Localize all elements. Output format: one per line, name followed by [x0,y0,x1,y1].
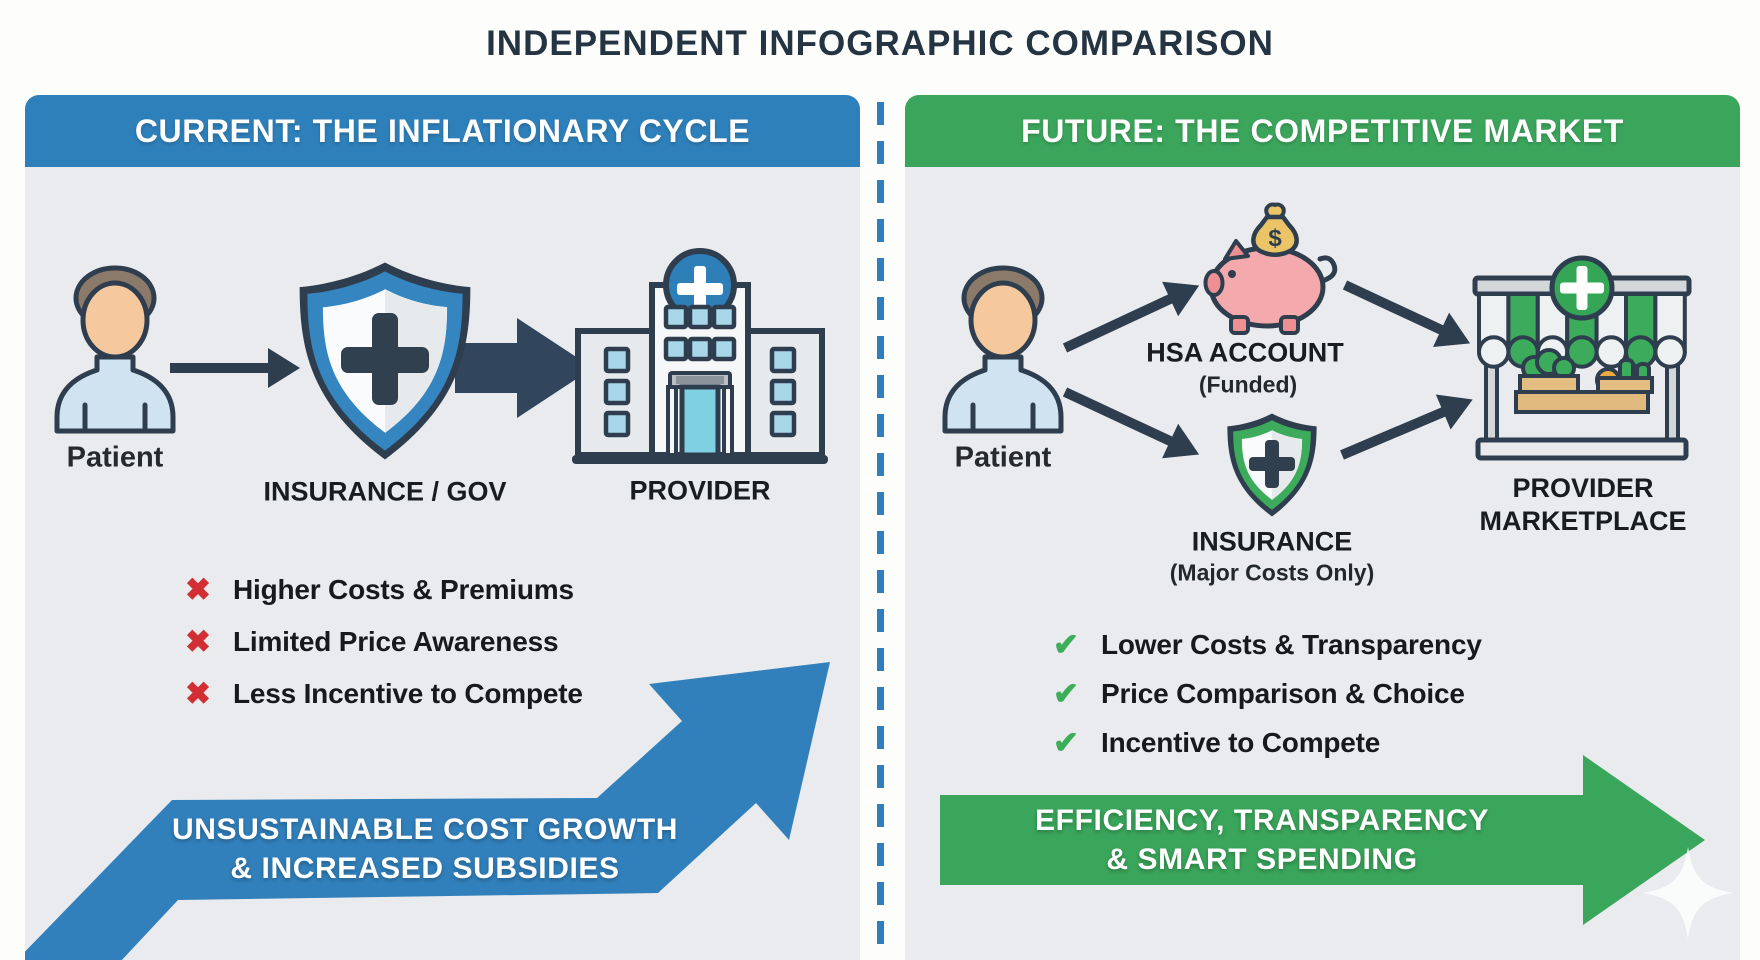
insurance-gov-shield-icon [299,262,471,460]
banner-line: & SMART SPENDING [1106,843,1418,876]
unsustainable-growth-arrow [25,662,830,960]
marketplace-label-line2: MARKETPLACE [1479,506,1687,536]
check-icon: ✔ [1053,626,1079,662]
arrow-patient-to-insurance-icon [170,348,300,388]
list-item: ✖ Higher Costs & Premiums [185,564,583,616]
sparkle-icon [1642,847,1734,939]
insurance-shield-icon [1227,413,1317,517]
banner-line: & INCREASED SUBSIDIES [230,852,620,885]
patient-label: Patient [66,441,164,474]
hospital-icon [572,248,828,464]
arrow-patient-to-hsa-icon [1062,281,1200,353]
benefit-text: Lower Costs & Transparency [1101,628,1482,660]
efficiency-banner-text: EFFICIENCY, TRANSPARENCY & SMART SPENDIN… [967,795,1557,885]
issue-text: Less Incentive to Compete [233,678,583,709]
x-icon: ✖ [185,676,211,711]
list-item: ✔ Price Comparison & Choice [1053,669,1482,718]
money-bag-icon: $ [1251,202,1299,257]
list-item: ✔ Incentive to Compete [1053,718,1482,767]
check-icon: ✔ [1053,675,1079,711]
list-item: ✔ Lower Costs & Transparency [1053,620,1482,669]
page-title: INDEPENDENT INFOGRAPHIC COMPARISON [486,24,1274,63]
benefits-list: ✔ Lower Costs & Transparency ✔ Price Com… [1053,620,1482,767]
marketplace-label-line1: PROVIDER [1512,473,1654,503]
benefit-text: Incentive to Compete [1101,726,1381,758]
benefit-text: Price Comparison & Choice [1101,677,1465,709]
patient-icon [57,268,173,431]
dashed-divider [877,102,884,960]
future-panel: FUTURE: THE COMPETITIVE MARKET [905,95,1740,960]
dollar-sign: $ [1268,225,1282,252]
current-panel: CURRENT: THE INFLATIONARY CYCLE [25,95,860,960]
marketplace-label: PROVIDER MARKETPLACE [1480,472,1687,538]
insurance-gov-label: INSURANCE / GOV [263,476,507,507]
hsa-funded-label: (Funded) [1198,371,1298,398]
efficiency-arrow [940,755,1705,925]
current-panel-header: CURRENT: THE INFLATIONARY CYCLE [25,95,860,167]
arrow-insurance-to-provider-icon [455,318,593,418]
issue-text: Limited Price Awareness [233,626,559,657]
list-item: ✖ Less Incentive to Compete [185,668,583,720]
marketplace-icon [1472,255,1692,461]
arrow-insurance-to-marketplace-icon [1340,394,1473,460]
x-icon: ✖ [185,624,211,659]
banner-line: EFFICIENCY, TRANSPARENCY [1035,804,1489,837]
x-icon: ✖ [185,572,211,607]
issues-list: ✖ Higher Costs & Premiums ✖ Limited Pric… [185,564,583,720]
insurance-label: INSURANCE [1191,526,1353,557]
hsa-account-label: HSA ACCOUNT [1146,337,1344,368]
piggy-bank-icon: $ [1203,202,1338,335]
issue-text: Higher Costs & Premiums [233,574,574,605]
insurance-major-costs-label: (Major Costs Only) [1169,559,1375,586]
arrow-hsa-to-marketplace-icon [1342,280,1471,348]
arrow-patient-to-insurance-icon [1062,387,1200,459]
banner-line: UNSUSTAINABLE COST GROWTH [171,813,679,846]
check-icon: ✔ [1053,724,1079,760]
patient-icon [945,268,1061,431]
patient-label: Patient [954,441,1052,474]
future-panel-header: FUTURE: THE COMPETITIVE MARKET [905,95,1740,167]
list-item: ✖ Limited Price Awareness [185,616,583,668]
provider-label: PROVIDER [629,475,771,506]
unsustainable-growth-banner-text: UNSUSTAINABLE COST GROWTH & INCREASED SU… [145,703,705,900]
